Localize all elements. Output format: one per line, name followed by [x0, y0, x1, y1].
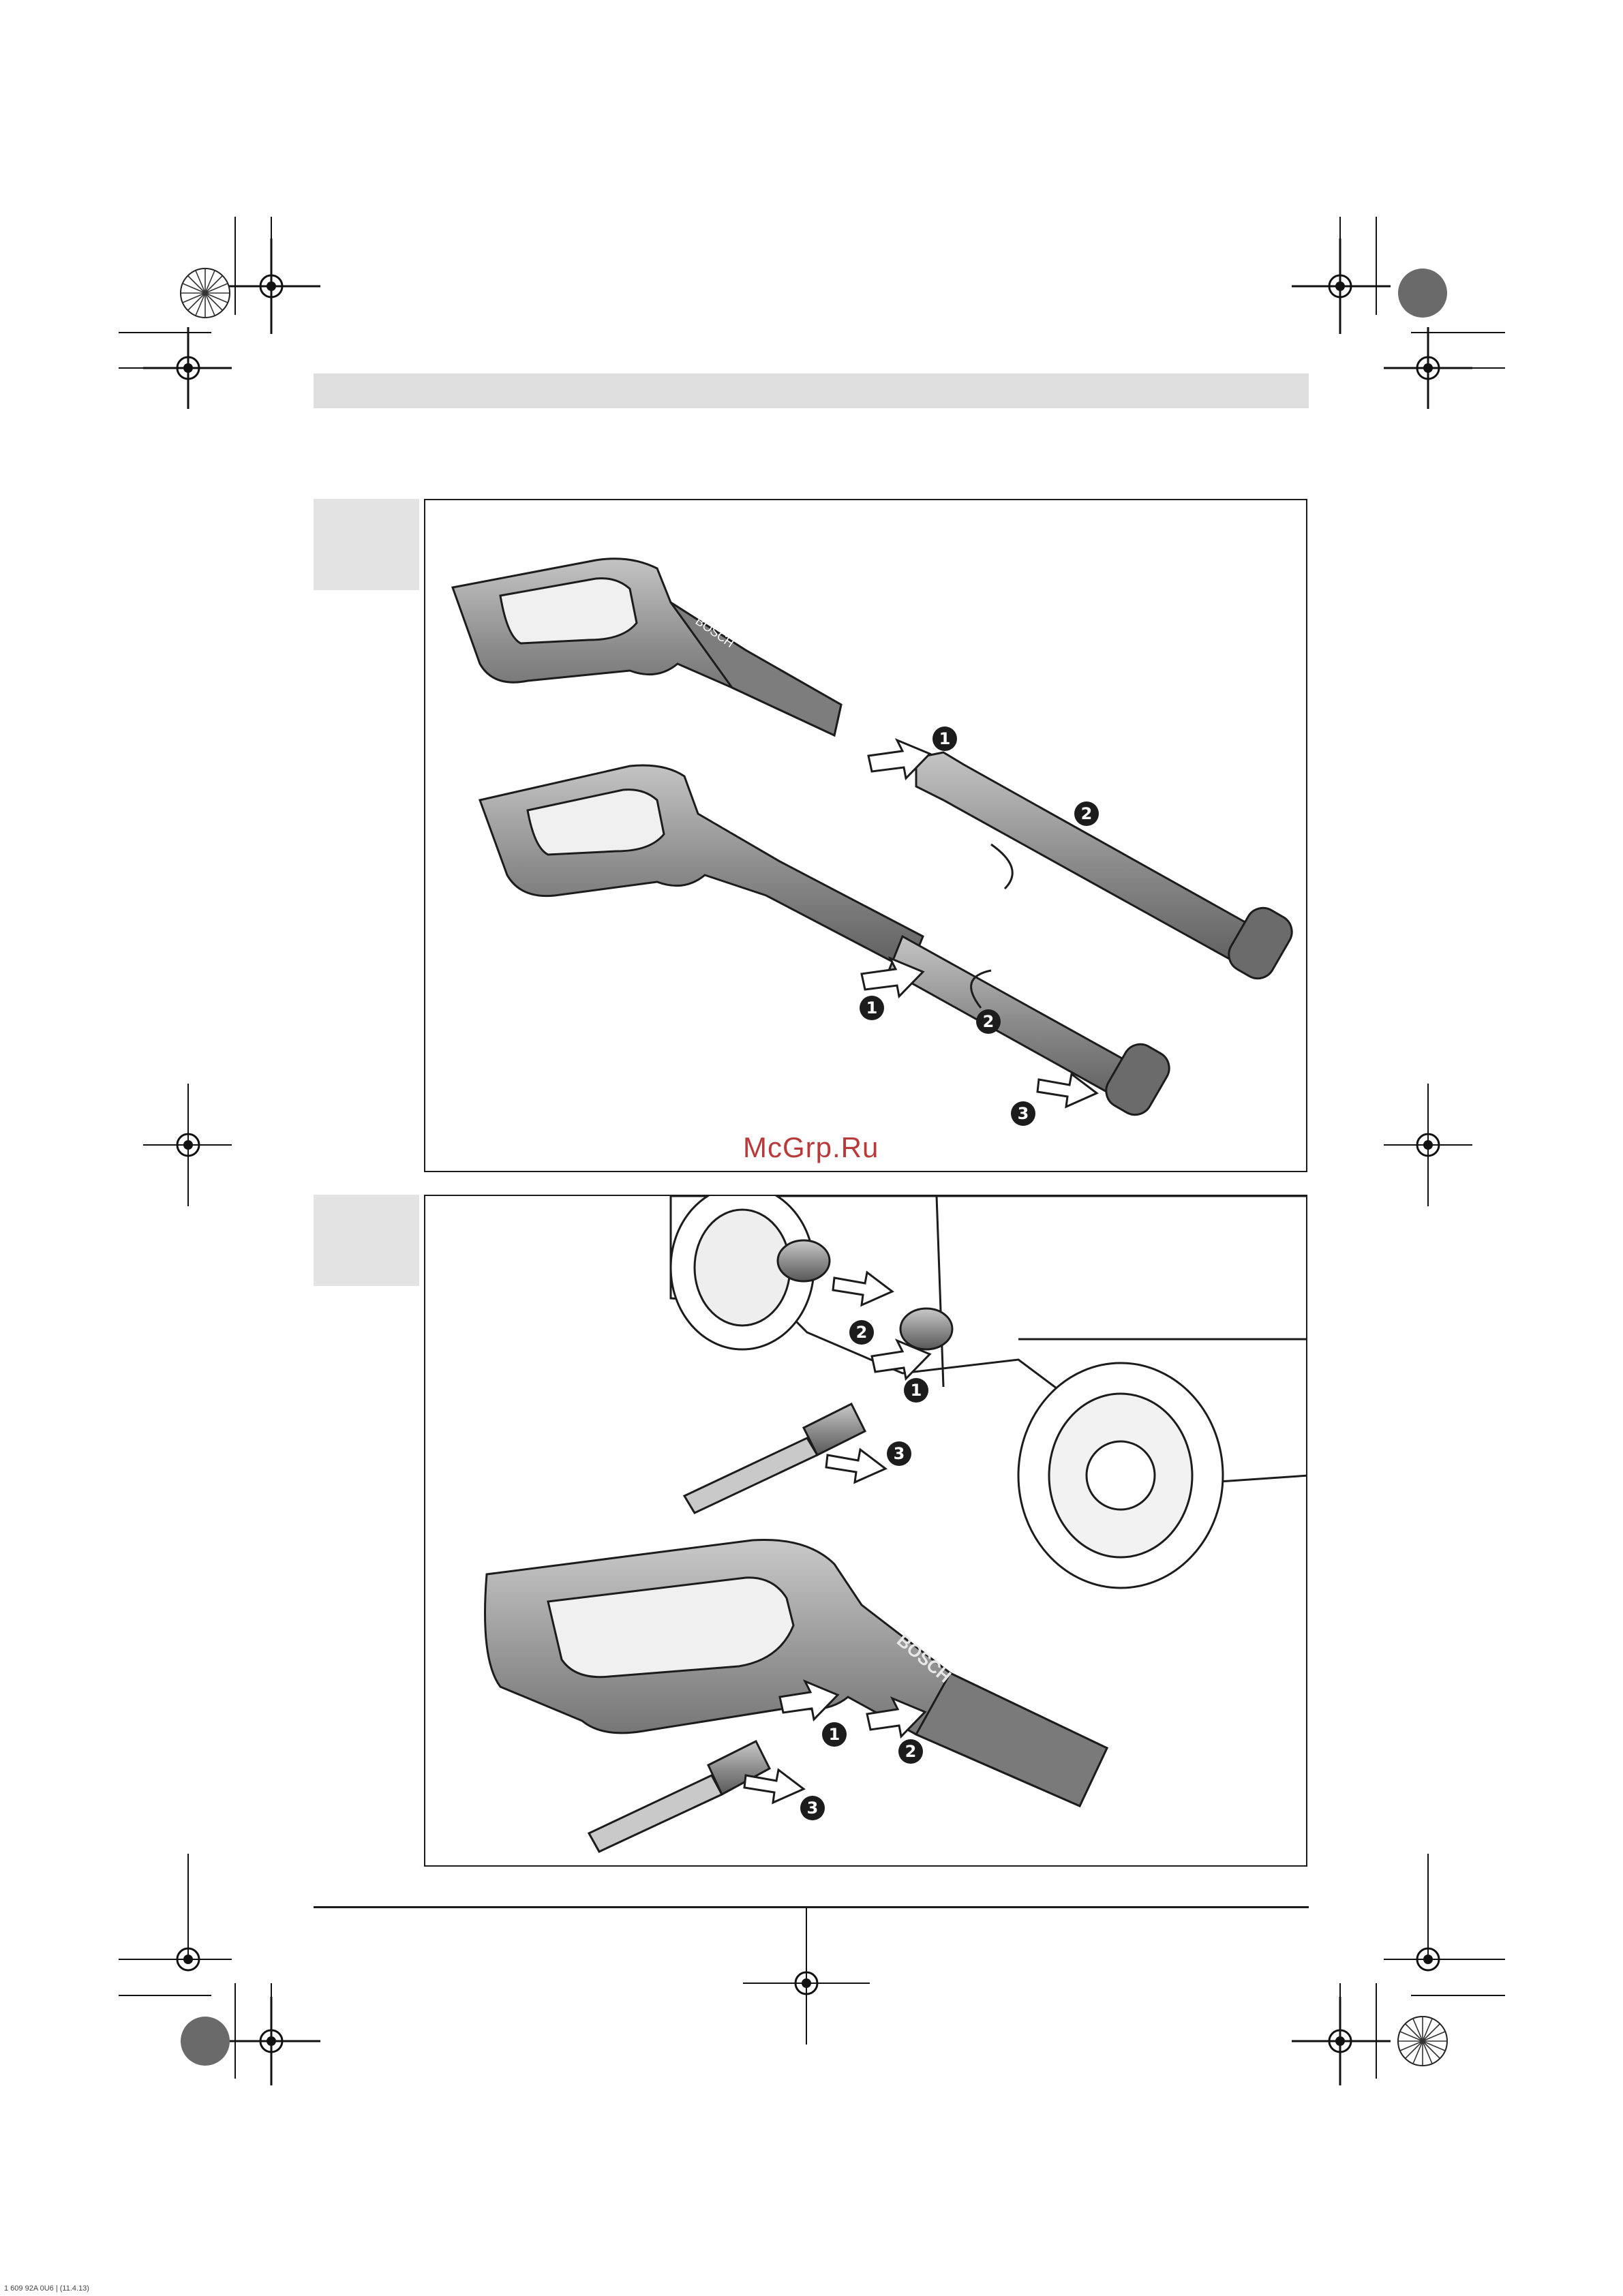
figure-tab-1: [314, 499, 419, 590]
footer-code: 1 609 92A 0U6 | (11.4.13): [4, 2284, 89, 2293]
header-bar: [314, 373, 1309, 408]
step-label: 1: [939, 729, 951, 748]
figure-panel-1: BOSCH BOSCH 1 2 1 2 3: [424, 499, 1307, 1172]
step-label: 2: [856, 1323, 868, 1342]
spray-gun-illustration: BOSCH BOSCH 1 2 1 2 3: [425, 500, 1307, 1172]
footer-rule: [314, 1906, 1309, 1908]
color-swatch-icon: [181, 2017, 230, 2066]
step-label: 3: [807, 1798, 819, 1818]
color-swatch-icon: [1398, 2017, 1447, 2066]
watermark: McGrp.Ru: [743, 1131, 879, 1164]
figure-panel-2: BOSCH 2 1 3 1 2 3: [424, 1195, 1307, 1867]
step-label: 1: [829, 1725, 840, 1744]
step-label: 3: [894, 1444, 905, 1463]
step-label: 2: [905, 1742, 917, 1761]
pressure-washer-illustration: BOSCH 2 1 3 1 2 3: [425, 1196, 1307, 1867]
step-label: 2: [1081, 804, 1093, 823]
arrow-icon: [826, 1450, 885, 1482]
arrow-icon: [991, 844, 1012, 889]
step-label: 3: [1018, 1104, 1029, 1123]
figure-tab-2: [314, 1195, 419, 1286]
color-swatch-icon: [1398, 269, 1447, 318]
step-label: 2: [983, 1012, 995, 1031]
step-label: 1: [866, 998, 878, 1017]
color-swatch-icon: [181, 269, 230, 318]
step-label: 1: [911, 1381, 922, 1400]
